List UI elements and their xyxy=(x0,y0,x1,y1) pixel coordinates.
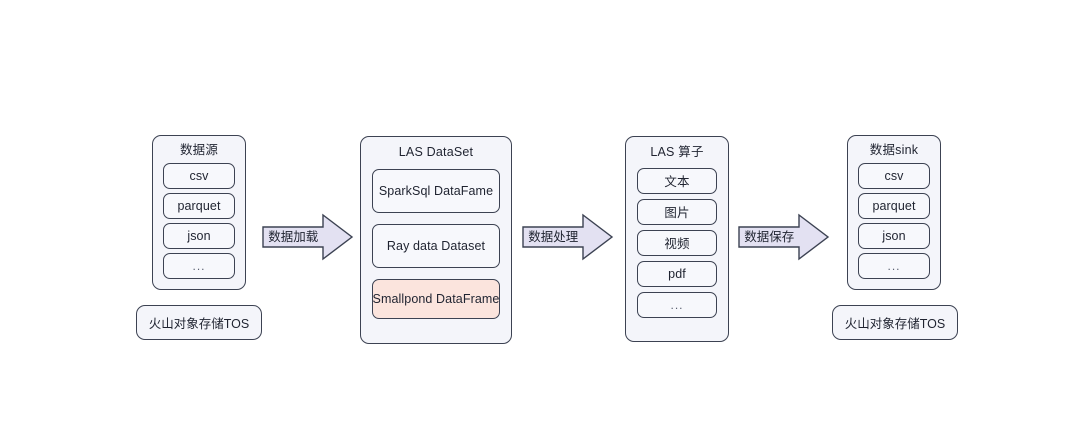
arrow-data-save-label: 数据保存 xyxy=(744,230,795,244)
chip-more-source[interactable]: ... xyxy=(163,252,235,279)
group-title-data-source: 数据源 xyxy=(179,143,219,157)
chip-pdf-operator[interactable]: pdf xyxy=(637,260,717,287)
chip-list-las-dataset: SparkSql DataFame Ray data Dataset Small… xyxy=(372,168,500,319)
group-data-sink[interactable]: 数据sink csv parquet json ... xyxy=(847,135,941,290)
chip-smallpond-dataframe[interactable]: Smallpond DataFrame xyxy=(372,278,500,319)
chip-list-data-source: csv parquet json ... xyxy=(163,162,235,279)
arrow-data-load[interactable]: 数据加载 xyxy=(262,212,354,262)
group-title-data-sink: 数据sink xyxy=(869,143,919,157)
chip-json-source[interactable]: json xyxy=(163,222,235,249)
chip-more-sink[interactable]: ... xyxy=(858,252,930,279)
chip-ray-data-dataset[interactable]: Ray data Dataset xyxy=(372,223,500,268)
arrow-data-process[interactable]: 数据处理 xyxy=(522,212,614,262)
store-box-source-tos[interactable]: 火山对象存储TOS xyxy=(136,305,262,340)
chip-parquet-sink[interactable]: parquet xyxy=(858,192,930,219)
chip-list-las-operator: 文本 图片 视频 pdf ... xyxy=(637,167,717,318)
chip-more-operator[interactable]: ... xyxy=(637,291,717,318)
chip-text-operator[interactable]: 文本 xyxy=(637,167,717,194)
arrow-data-load-icon xyxy=(262,213,354,261)
arrow-data-save-icon xyxy=(738,213,830,261)
chip-image-operator[interactable]: 图片 xyxy=(637,198,717,225)
chip-csv-source[interactable]: csv xyxy=(163,162,235,189)
chip-json-sink[interactable]: json xyxy=(858,222,930,249)
group-las-dataset[interactable]: LAS DataSet SparkSql DataFame Ray data D… xyxy=(360,136,512,344)
chip-csv-sink[interactable]: csv xyxy=(858,162,930,189)
group-title-las-dataset: LAS DataSet xyxy=(398,145,474,159)
arrow-data-process-label: 数据处理 xyxy=(528,230,579,244)
chip-sparksql-dataframe[interactable]: SparkSql DataFame xyxy=(372,168,500,213)
arrow-data-load-label: 数据加载 xyxy=(268,230,319,244)
chip-video-operator[interactable]: 视频 xyxy=(637,229,717,256)
chip-parquet-source[interactable]: parquet xyxy=(163,192,235,219)
store-box-sink-tos[interactable]: 火山对象存储TOS xyxy=(832,305,958,340)
group-title-las-operator: LAS 算子 xyxy=(650,145,704,159)
group-data-source[interactable]: 数据源 csv parquet json ... xyxy=(152,135,246,290)
group-las-operator[interactable]: LAS 算子 文本 图片 视频 pdf ... xyxy=(625,136,729,342)
arrow-data-process-icon xyxy=(522,213,614,261)
arrow-data-save[interactable]: 数据保存 xyxy=(738,212,830,262)
chip-list-data-sink: csv parquet json ... xyxy=(858,162,930,279)
